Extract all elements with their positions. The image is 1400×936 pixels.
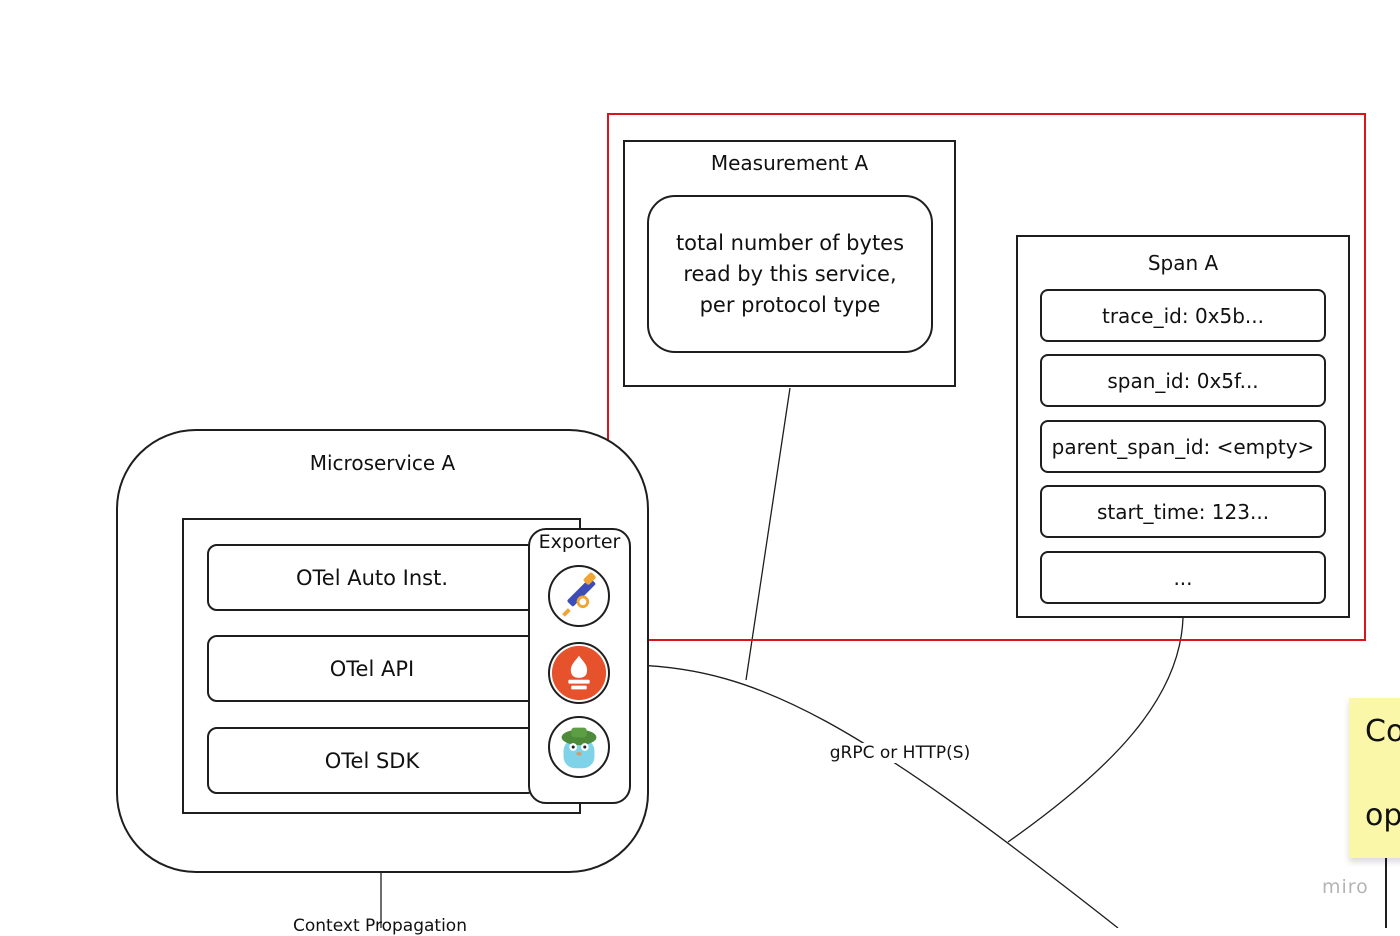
measurement-description-text: total number of bytes read by this servi… (675, 230, 905, 317)
context-propagation-label: Context Propagation (293, 916, 467, 936)
span-field-text: trace_id: 0x5b... (1101, 303, 1265, 328)
zipkin-gopher-icon[interactable] (548, 716, 610, 778)
span-field-more[interactable]: ... (1040, 551, 1326, 604)
span-field-text: ... (1173, 565, 1193, 590)
measurement-connector (745, 387, 791, 681)
measurement-box[interactable] (623, 140, 956, 387)
protocol-label: gRPC or HTTP(S) (820, 743, 980, 763)
highlight-frame (607, 113, 1366, 641)
miro-watermark: miro (1322, 876, 1369, 898)
prometheus-icon[interactable] (548, 642, 610, 704)
measurement-description[interactable]: total number of bytes read by this servi… (647, 195, 933, 353)
span-field-trace-id[interactable]: trace_id: 0x5b... (1040, 289, 1326, 342)
measurement-title: Measurement A (710, 151, 869, 175)
sticky-note[interactable]: Co op (1349, 698, 1400, 858)
span-box[interactable] (1016, 235, 1350, 618)
layer-otel-auto-inst[interactable]: OTel Auto Inst. (207, 544, 537, 611)
layer-label: OTel API (329, 656, 415, 681)
microservice-title: Microservice A (309, 451, 456, 475)
export-connector (631, 664, 1119, 928)
layer-otel-api[interactable]: OTel API (207, 635, 537, 702)
jaeger-icon[interactable] (548, 565, 610, 627)
span-field-span-id[interactable]: span_id: 0x5f... (1040, 354, 1326, 407)
span-field-text: start_time: 123... (1096, 499, 1270, 524)
sticky-note-line-1: Co (1365, 714, 1400, 749)
span-field-start-time[interactable]: start_time: 123... (1040, 485, 1326, 538)
sticky-note-line-2: op (1365, 798, 1400, 833)
layer-label: OTel SDK (324, 748, 420, 773)
exporter-title: Exporter (538, 531, 621, 553)
span-field-text: span_id: 0x5f... (1107, 368, 1259, 393)
layer-label: OTel Auto Inst. (295, 565, 448, 590)
span-title: Span A (1147, 251, 1219, 275)
span-field-text: parent_span_id: <empty> (1051, 434, 1315, 459)
layer-otel-sdk[interactable]: OTel SDK (207, 727, 537, 794)
span-connector (1007, 617, 1184, 843)
span-field-parent-span-id[interactable]: parent_span_id: <empty> (1040, 420, 1326, 473)
